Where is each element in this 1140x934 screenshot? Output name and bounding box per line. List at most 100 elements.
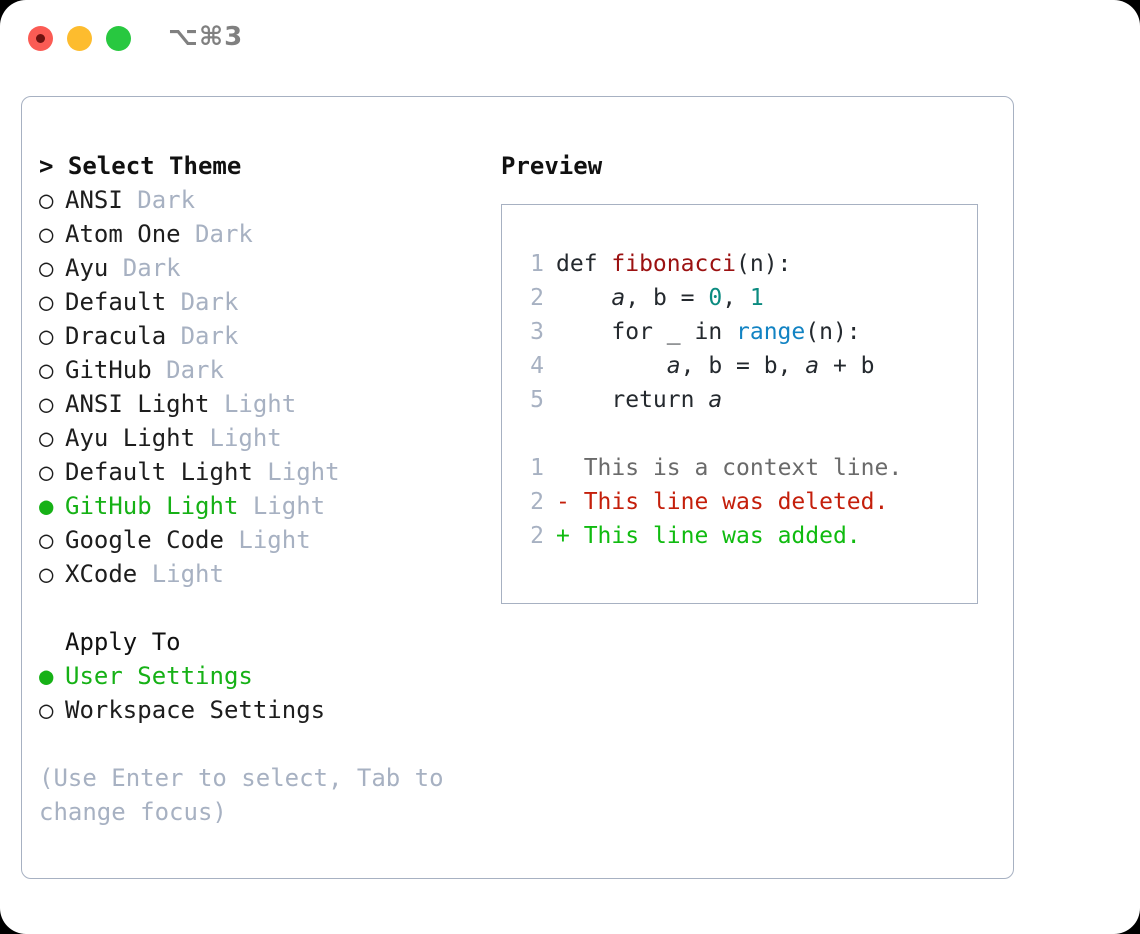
theme-option-label: XCode (65, 560, 138, 588)
theme-picker-column: > Select Theme ○ANSI Dark○Atom One Dark○… (39, 149, 499, 829)
code-line: 5 return a (520, 383, 875, 417)
theme-settings-panel: > Select Theme ○ANSI Dark○Atom One Dark○… (21, 96, 1014, 879)
theme-option-ayu[interactable]: ○ Ayu Dark (39, 251, 499, 285)
theme-option-label: ANSI Light (65, 390, 210, 418)
diff-marker: + (556, 523, 570, 549)
code-token-plain: for _ in (556, 319, 737, 345)
theme-option-label: Google Code (65, 526, 224, 554)
line-number: 4 (530, 353, 544, 379)
theme-option-label: Ayu (65, 254, 109, 282)
code-token-kw: def (556, 251, 612, 277)
apply-to-heading: Apply To (65, 628, 181, 656)
code-token-num: 0 (708, 285, 723, 311)
apply-to-option-label: Workspace Settings (65, 696, 326, 724)
theme-option-label: GitHub Light (65, 492, 239, 520)
radio-unselected-icon: ○ (39, 390, 54, 418)
code-token-var: a (708, 387, 723, 413)
apply-to-option-label: User Settings (65, 662, 253, 690)
radio-unselected-icon: ○ (39, 322, 54, 350)
radio-unselected-icon: ○ (39, 356, 54, 384)
diff-text: This line was added. (569, 523, 861, 549)
theme-option-github[interactable]: ○ GitHub Dark (39, 353, 499, 387)
theme-option-tag: Light (238, 492, 326, 520)
code-token-var: a (805, 353, 820, 379)
theme-option-tag: Dark (122, 186, 196, 214)
theme-option-dracula[interactable]: ○ Dracula Dark (39, 319, 499, 353)
theme-option-label: Atom One (65, 220, 181, 248)
apply-to-option-user-settings[interactable]: ● User Settings (39, 659, 499, 693)
code-token-plain (556, 285, 611, 311)
theme-option-label: Ayu Light (65, 424, 196, 452)
code-line: 2 a, b = 0, 1 (520, 281, 875, 315)
diff-line-deleted: 2- This line was deleted. (520, 485, 902, 519)
diff-marker (556, 455, 570, 481)
theme-option-tag: Dark (166, 322, 239, 350)
apply-to-option-list: ● User Settings ○ Workspace Settings (39, 659, 499, 727)
code-token-plain (556, 353, 667, 379)
code-token-num: 1 (749, 285, 764, 311)
diff-marker: - (556, 489, 570, 515)
theme-picker-heading: > Select Theme (39, 152, 242, 180)
radio-unselected-icon: ○ (39, 560, 54, 588)
minimize-button[interactable] (67, 26, 92, 51)
theme-option-github-light[interactable]: ● GitHub Light Light (39, 489, 499, 523)
theme-option-ansi-light[interactable]: ○ANSI Light Light (39, 387, 499, 421)
theme-option-label: GitHub (65, 356, 152, 384)
theme-option-tag: Light (137, 560, 224, 588)
theme-option-label: Dracula (65, 322, 167, 350)
code-token-plain: (n): (736, 251, 792, 277)
code-token-plain: + b (819, 353, 875, 379)
title-bar: ⌥⌘3 (0, 0, 1140, 76)
close-button[interactable] (28, 26, 53, 51)
code-token-var: a (611, 285, 626, 311)
radio-unselected-icon: ○ (39, 254, 54, 282)
theme-option-label: Default Light (65, 458, 253, 486)
diff-line-context: 1 This is a context line. (520, 451, 902, 485)
radio-unselected-icon: ○ (39, 458, 54, 486)
theme-option-default-light[interactable]: ○Default Light Light (39, 455, 499, 489)
theme-option-list: ○ANSI Dark○Atom One Dark○Ayu Dark○Defaul… (39, 183, 499, 591)
theme-option-xcode[interactable]: ○ XCode Light (39, 557, 499, 591)
code-line: 1 def fibonacci(n): (520, 247, 875, 281)
theme-option-atom-one[interactable]: ○Atom One Dark (39, 217, 499, 251)
theme-option-ayu-light[interactable]: ○ Ayu Light Light (39, 421, 499, 455)
line-number: 3 (530, 319, 544, 345)
diff-line-number: 2 (530, 523, 544, 549)
theme-option-label: ANSI (65, 186, 123, 214)
apply-to-option-workspace-settings[interactable]: ○ Workspace Settings (39, 693, 499, 727)
radio-unselected-icon: ○ (39, 220, 54, 248)
theme-option-tag: Dark (151, 356, 224, 384)
radio-unselected-icon: ○ (39, 424, 54, 452)
radio-unselected-icon: ○ (39, 696, 54, 724)
theme-option-tag: Light (223, 526, 311, 554)
theme-option-tag: Dark (108, 254, 181, 282)
line-number: 5 (530, 387, 544, 413)
recording-indicator-icon (36, 34, 45, 43)
code-token-plain: b (652, 285, 667, 311)
keyboard-shortcut-label: ⌥⌘3 (168, 22, 244, 52)
line-number: 1 (530, 251, 544, 277)
radio-selected-icon: ● (39, 492, 54, 520)
diff-line-number: 1 (530, 455, 544, 481)
keyboard-hint-text: (Use Enter to select, Tab to change focu… (39, 764, 444, 826)
code-token-fn: fibonacci (611, 251, 737, 277)
traffic-lights (28, 26, 131, 51)
code-token-plain: , (625, 285, 653, 311)
preview-heading: Preview (501, 152, 603, 180)
code-token-plain: = (666, 285, 709, 311)
diff-text: This is a context line. (569, 455, 903, 481)
code-token-plain: return (556, 387, 709, 413)
radio-selected-icon: ● (39, 662, 54, 690)
theme-option-tag: Light (195, 424, 282, 452)
code-token-plain: (n): (805, 319, 861, 345)
zoom-button[interactable] (106, 26, 131, 51)
theme-option-default[interactable]: ○Default Dark (39, 285, 499, 319)
theme-option-google-code[interactable]: ○Google Code Light (39, 523, 499, 557)
code-line: 4 a, b = b, a + b (520, 349, 875, 383)
diff-line-number: 2 (530, 489, 544, 515)
theme-option-ansi[interactable]: ○ANSI Dark (39, 183, 499, 217)
